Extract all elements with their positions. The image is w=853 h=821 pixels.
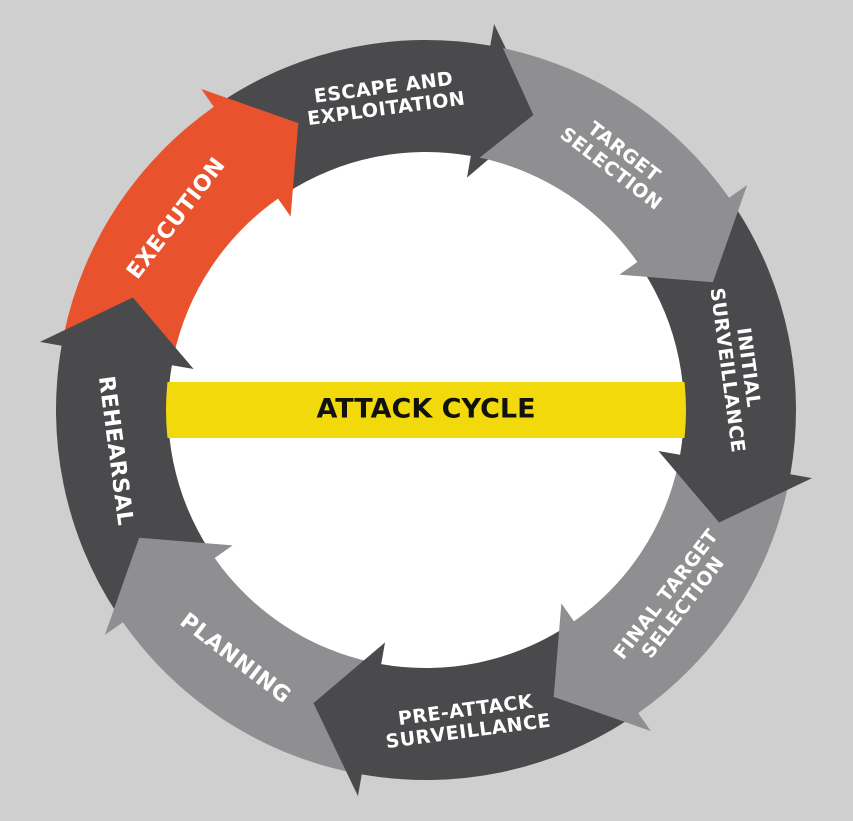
segment-planning	[104, 537, 373, 772]
segment-final-target-selection	[553, 463, 788, 732]
segment-pre-attack-surveillance	[313, 626, 628, 797]
center-band	[166, 382, 686, 438]
segment-target-selection	[479, 48, 748, 283]
segment-escape-and-exploitation	[224, 23, 539, 194]
segment-execution	[64, 88, 299, 357]
segment-initial-surveillance	[642, 208, 813, 523]
cycle-segments: TARGETSELECTIONINITIALSURVEILLANCEFINAL …	[39, 23, 813, 797]
segment-rehearsal	[39, 297, 210, 612]
center-label: ATTACK CYCLE	[316, 394, 535, 425]
